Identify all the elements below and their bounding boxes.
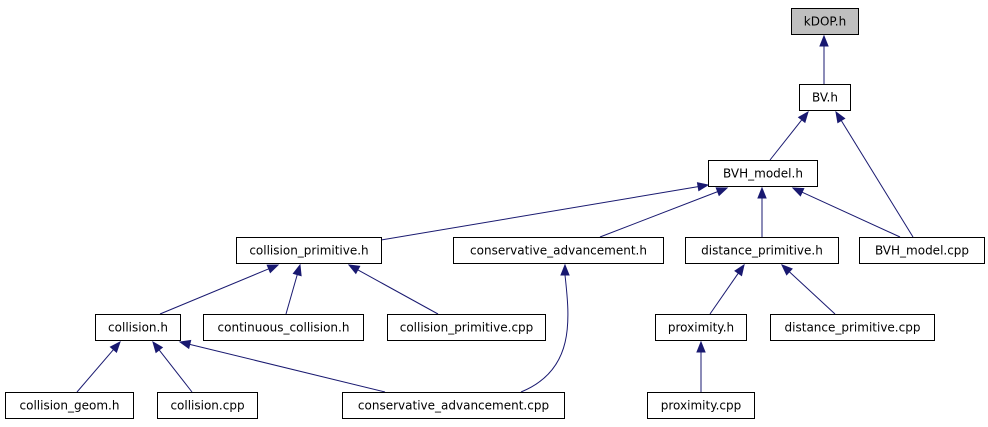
node-box	[203, 314, 364, 341]
edge-proximity_h-to-distance_primitive_h	[709, 263, 745, 315]
edge-line	[380, 186, 699, 241]
edge-line	[158, 349, 193, 393]
edge-conservative_advancement_cpp-to-collision_h	[178, 339, 386, 393]
edge-bvh_model_h-to-bv_h	[769, 110, 809, 161]
edge-collision_cpp-to-collision_h	[152, 340, 193, 393]
node-box	[770, 314, 935, 341]
node-collision-cpp[interactable]: collision.cpp	[157, 392, 258, 419]
arrow-head-icon	[835, 110, 846, 124]
node-label: proximity.h	[668, 321, 734, 335]
node-box	[708, 160, 818, 187]
node-proximity-h[interactable]: proximity.h	[655, 314, 747, 341]
node-bv-h[interactable]: BV.h	[799, 84, 851, 111]
node-label: distance_primitive.cpp	[785, 321, 921, 335]
edge-line	[599, 191, 718, 238]
node-box	[799, 84, 851, 111]
arrow-head-icon	[797, 110, 809, 124]
node-box	[655, 314, 747, 341]
node-proximity-cpp[interactable]: proximity.cpp	[647, 392, 755, 419]
edge-line	[789, 271, 836, 315]
edge-line	[769, 119, 803, 161]
edge-distance_primitive_h-to-bvh_model_h	[757, 186, 767, 237]
node-box	[236, 237, 382, 264]
edge-conservative_advancement_h-to-bvh_model_h	[599, 187, 729, 238]
edge-line	[159, 268, 269, 315]
node-box	[95, 314, 181, 341]
arrow-head-icon	[560, 263, 570, 276]
node-box	[387, 314, 546, 341]
edge-proximity_cpp-to-proximity_h	[696, 340, 706, 392]
node-label: conservative_advancement.cpp	[358, 399, 549, 413]
node-continuous-collision-h[interactable]: continuous_collision.h	[203, 314, 364, 341]
arrow-head-icon	[781, 264, 793, 276]
node-box	[453, 237, 664, 264]
node-label: BV.h	[812, 91, 838, 105]
edge-line	[189, 343, 386, 393]
arrow-head-icon	[696, 340, 706, 353]
node-label: collision_geom.h	[20, 399, 120, 413]
edge-conservative_advancement_cpp-to-conservative_advancement_h	[520, 263, 570, 393]
node-distance-primitive-h[interactable]: distance_primitive.h	[685, 237, 839, 264]
node-collision-primitive-h[interactable]: collision_primitive.h	[236, 237, 382, 264]
node-label: proximity.cpp	[661, 399, 741, 413]
node-bvh-model-h[interactable]: BVH_model.h	[708, 160, 818, 187]
edge-line	[840, 120, 914, 238]
node-label: BVH_model.h	[723, 167, 803, 181]
node-label: continuous_collision.h	[218, 321, 350, 335]
arrow-head-icon	[757, 186, 767, 199]
arrow-head-icon	[715, 187, 729, 197]
node-kdop-h[interactable]: kDOP.h	[791, 8, 859, 35]
node-label: BVH_model.cpp	[875, 244, 969, 258]
edge-distance_primitive_cpp-to-distance_primitive_h	[781, 264, 836, 315]
edge-line	[76, 349, 114, 393]
node-distance-primitive-cpp[interactable]: distance_primitive.cpp	[770, 314, 935, 341]
edge-line	[357, 269, 439, 315]
node-collision-h[interactable]: collision.h	[95, 314, 181, 341]
node-conservative-advancement-h[interactable]: conservative_advancement.h	[453, 237, 664, 264]
arrow-head-icon	[292, 263, 302, 277]
edge-line	[285, 274, 298, 315]
edge-bvh_model_cpp-to-bv_h	[835, 110, 914, 238]
edge-collision_primitive_h-to-bvh_model_h	[380, 182, 710, 241]
node-box	[685, 237, 839, 264]
arrow-head-icon	[734, 263, 745, 277]
arrow-head-icon	[178, 339, 192, 350]
arrow-head-icon	[347, 264, 361, 275]
node-label: collision_primitive.h	[249, 244, 368, 258]
node-box	[859, 237, 985, 264]
graph-edges	[76, 34, 914, 393]
node-box	[791, 8, 859, 35]
node-label: collision_primitive.cpp	[400, 321, 534, 335]
arrow-head-icon	[819, 34, 829, 47]
node-box	[157, 392, 258, 419]
edge-line	[520, 274, 569, 393]
edge-collision_h-to-collision_primitive_h	[159, 264, 280, 315]
node-label: conservative_advancement.h	[470, 244, 647, 258]
node-label: collision.h	[108, 321, 168, 335]
node-collision-primitive-cpp[interactable]: collision_primitive.cpp	[387, 314, 546, 341]
edge-bv_h-to-kdop_h	[819, 34, 829, 84]
node-label: distance_primitive.h	[701, 244, 823, 258]
edge-line	[709, 272, 739, 315]
arrow-head-icon	[266, 264, 280, 274]
node-box	[647, 392, 755, 419]
arrow-head-icon	[109, 340, 121, 354]
edge-line	[801, 191, 901, 238]
node-label: kDOP.h	[804, 15, 846, 29]
arrow-head-icon	[791, 187, 805, 197]
node-collision-geom-h[interactable]: collision_geom.h	[5, 392, 134, 419]
arrow-head-icon	[696, 182, 710, 192]
edge-bvh_model_cpp-to-bvh_model_h	[791, 187, 901, 238]
node-box	[342, 392, 565, 419]
node-conservative-advancement-cpp[interactable]: conservative_advancement.cpp	[342, 392, 565, 419]
arrow-head-icon	[152, 340, 164, 354]
edge-collision_geom_h-to-collision_h	[76, 340, 121, 393]
edge-collision_primitive_cpp-to-collision_primitive_h	[347, 264, 439, 315]
node-bvh-model-cpp[interactable]: BVH_model.cpp	[859, 237, 985, 264]
node-box	[5, 392, 134, 419]
edge-continuous_collision_h-to-collision_primitive_h	[285, 263, 302, 315]
node-label: collision.cpp	[170, 399, 244, 413]
